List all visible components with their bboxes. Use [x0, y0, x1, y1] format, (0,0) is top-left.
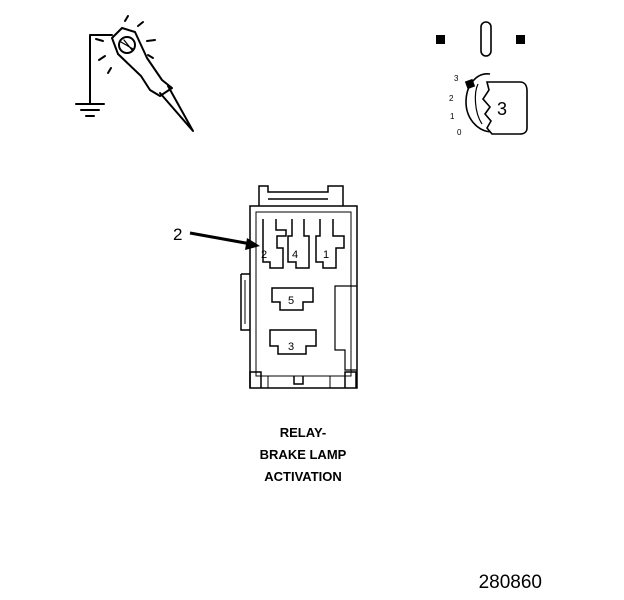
- caption-line-2: BRAKE LAMP: [259, 447, 347, 462]
- terminal-5-label: 5: [288, 295, 294, 307]
- key-position-label: 3: [497, 99, 507, 119]
- terminal-4-label: 4: [292, 249, 298, 261]
- ignition-position-3: 3: [454, 74, 459, 83]
- terminal-2-label: 2: [261, 249, 267, 261]
- caption-line-3: ACTIVATION: [264, 469, 342, 484]
- ignition-position-1: 1: [450, 112, 455, 121]
- relay-connector: [240, 185, 358, 389]
- ignition-switch-icon: 3 2 1 0 3: [436, 21, 528, 137]
- key-slot: [480, 21, 492, 57]
- connector-pin-left: [436, 35, 445, 44]
- connector-pin-right: [516, 35, 525, 44]
- ignition-position-0: 0: [457, 128, 462, 137]
- key-icon: [481, 81, 528, 135]
- ignition-position-2: 2: [449, 94, 454, 103]
- terminal-1-label: 1: [323, 249, 329, 261]
- figure-number: 280860: [478, 572, 542, 593]
- pointer-arrow: [189, 231, 260, 250]
- pointer-label: 2: [173, 225, 182, 244]
- terminal-3-label: 3: [288, 341, 294, 353]
- caption-line-1: RELAY-: [279, 425, 327, 440]
- test-lamp-icon: [75, 15, 194, 132]
